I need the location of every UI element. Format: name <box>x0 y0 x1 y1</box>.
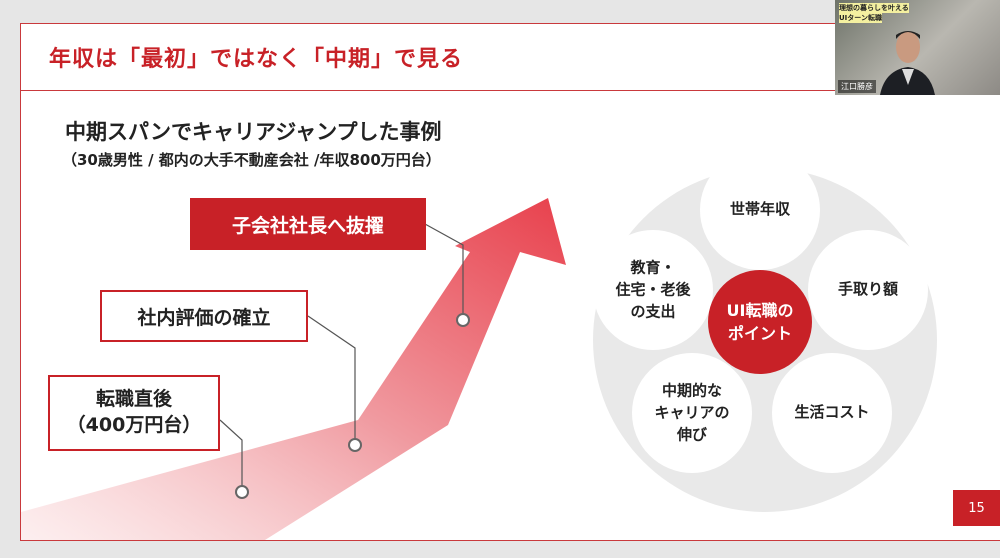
milestone-dots <box>235 313 470 499</box>
webcam-caption: UIターン転職 <box>839 13 882 23</box>
title-bar: 年収は「最初」ではなく「中期」で見る <box>21 24 1000 91</box>
item-line: 住宅・老後 <box>615 280 691 299</box>
item-line: キャリアの <box>654 403 730 422</box>
section-heading: 中期スパンでキャリアジャンプした事例 <box>65 120 442 144</box>
milestone-evaluation: 社内評価の確立 <box>100 290 308 342</box>
item-line: の支出 <box>630 301 676 320</box>
milestone-label: 転職直後 <box>95 388 172 411</box>
page-number: 15 <box>953 490 1000 526</box>
item-line: 教育・ <box>630 258 676 277</box>
speaker-name: 江口勝彦 <box>838 80 876 93</box>
slide-title: 年収は「最初」ではなく「中期」で見る <box>49 47 464 72</box>
diagram-center-circle <box>708 270 812 374</box>
diagram-center-label: UI転職のポイント <box>727 299 794 345</box>
center-line: ポイント <box>727 324 793 343</box>
diagram-item-expenses: 教育・住宅・老後の支出 <box>615 257 690 322</box>
webcam-caption: 理想の暮らしを叶える <box>839 3 909 13</box>
diagram-item-career-growth: 中期的なキャリアの伸び <box>654 380 729 445</box>
milestone-president: 子会社社長へ抜擢 <box>190 198 426 250</box>
diagram-item-take-home: 手取り額 <box>837 280 899 299</box>
section-subheading: （30歳男性 / 都内の大手不動産会社 /年収800万円台） <box>62 151 441 169</box>
diagram-item-living-cost: 生活コスト <box>794 403 870 422</box>
milestone-salary: （400万円台） <box>66 414 202 436</box>
item-line: 中期的な <box>661 381 723 400</box>
diagram-item-circles <box>593 150 928 473</box>
milestone-after-job-change: 転職直後 （400万円台） <box>48 375 220 451</box>
leader-lines <box>219 223 464 492</box>
item-line: 伸び <box>676 424 708 443</box>
center-line: UI転職の <box>726 300 794 320</box>
speaker-avatar <box>880 31 935 95</box>
growth-arrow <box>21 198 566 540</box>
diagram-item-household-income: 世帯年収 <box>729 200 791 219</box>
